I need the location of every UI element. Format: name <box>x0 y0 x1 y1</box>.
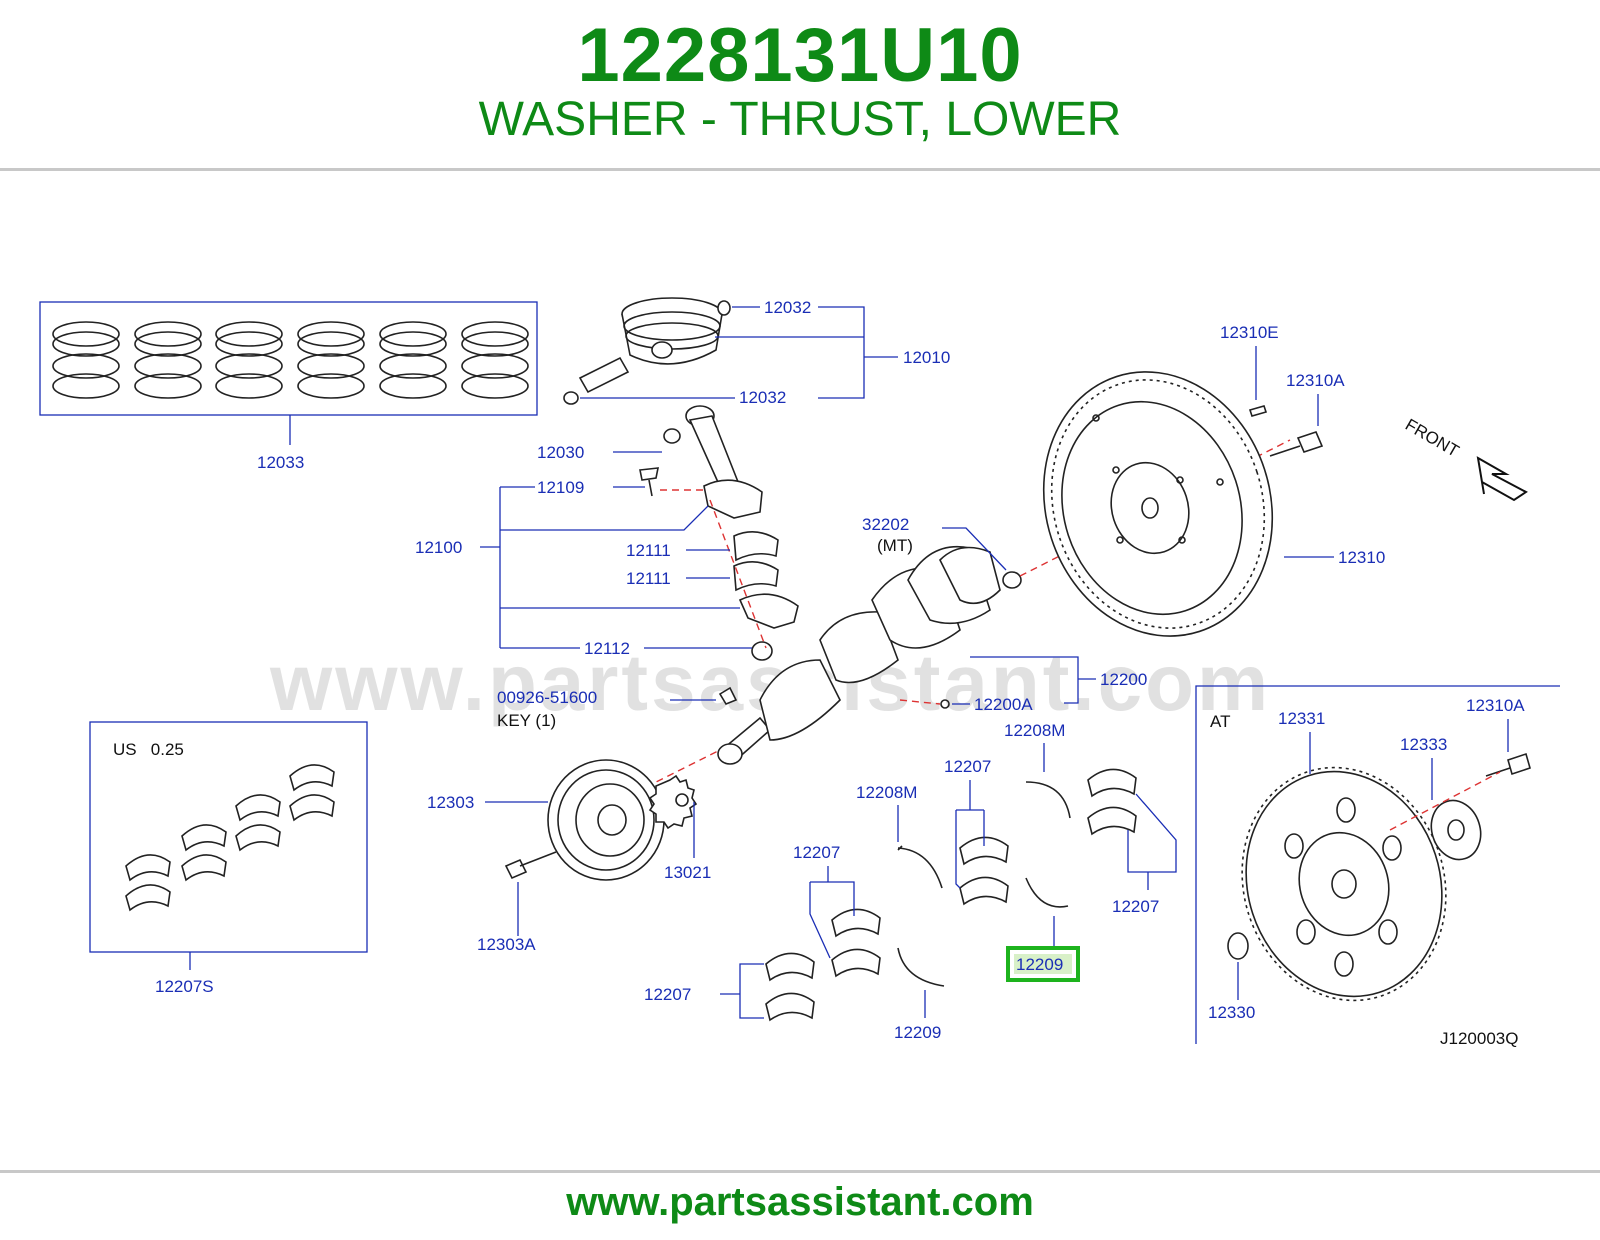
crankshaft-drawing <box>559 439 1291 831</box>
crank-pulley-drawing <box>504 759 698 881</box>
thrust-washers-drawing <box>897 781 1071 987</box>
callout-12200A[interactable]: 12200A <box>974 695 1033 714</box>
callout-12207-top[interactable]: 12207 <box>944 757 991 776</box>
callout-12303[interactable]: 12303 <box>427 793 474 812</box>
footer-divider <box>0 1170 1600 1173</box>
callout-12333[interactable]: 12333 <box>1400 735 1447 754</box>
callout-12030[interactable]: 12030 <box>537 443 584 462</box>
callout-12100[interactable]: 12100 <box>415 538 462 557</box>
callout-12209-lower[interactable]: 12209 <box>894 1023 941 1042</box>
callout-12303A[interactable]: 12303A <box>477 935 536 954</box>
page-header: 1228131U10 WASHER - THRUST, LOWER <box>0 0 1600 168</box>
callout-12209-highlighted[interactable]: 12209 <box>1016 955 1063 974</box>
us-label: US 0.25 <box>113 740 184 759</box>
piston-ring-box <box>39 301 538 416</box>
key-label: KEY (1) <box>497 711 556 730</box>
callout-12310A-at[interactable]: 12310A <box>1466 696 1525 715</box>
callout-12208M-right[interactable]: 12208M <box>1004 721 1065 740</box>
callout-12310A-top[interactable]: 12310A <box>1286 371 1345 390</box>
mt-label: (MT) <box>877 536 913 555</box>
header-divider <box>0 168 1600 171</box>
callout-12330[interactable]: 12330 <box>1208 1003 1255 1022</box>
callout-12032-bottom[interactable]: 12032 <box>739 388 786 407</box>
piston-drawing <box>563 297 731 405</box>
flywheel-drawing <box>1042 371 1324 637</box>
callout-32202[interactable]: 32202 <box>862 515 909 534</box>
callout-12207-mid[interactable]: 12207 <box>793 843 840 862</box>
callout-12310E[interactable]: 12310E <box>1220 323 1279 342</box>
parts-diagram: www.partsassistant.com 12033 12032 12032 <box>39 297 1560 1048</box>
callout-00926-51600[interactable]: 00926-51600 <box>497 688 597 707</box>
front-label: FRONT <box>1402 415 1462 461</box>
callout-12200[interactable]: 12200 <box>1100 670 1147 689</box>
diagram-code: J120003Q <box>1440 1029 1518 1048</box>
callout-12112[interactable]: 12112 <box>584 639 630 658</box>
main-bearings-drawing <box>765 768 1137 1022</box>
oversize-bearings <box>125 764 335 912</box>
part-number-title: 1228131U10 <box>577 13 1023 98</box>
callout-13021[interactable]: 13021 <box>664 863 711 882</box>
oversize-bearing-box <box>89 721 368 953</box>
connecting-rod-drawing <box>639 405 799 661</box>
callout-12109[interactable]: 12109 <box>537 478 584 497</box>
at-label: AT <box>1210 712 1230 731</box>
callout-12310[interactable]: 12310 <box>1338 548 1385 567</box>
callout-12207-bottom[interactable]: 12207 <box>644 985 691 1004</box>
callout-12207-right[interactable]: 12207 <box>1112 897 1159 916</box>
piston-ring-sets <box>52 321 529 399</box>
callout-12207S[interactable]: 12207S <box>155 977 214 996</box>
callout-12111-lower[interactable]: 12111 <box>626 569 671 588</box>
callout-12033[interactable]: 12033 <box>257 453 304 472</box>
callout-12208M-left[interactable]: 12208M <box>856 783 917 802</box>
footer-url-link[interactable]: www.partsassistant.com <box>566 1180 1034 1224</box>
drive-plate-drawing <box>1227 752 1531 1002</box>
callout-12032-top[interactable]: 12032 <box>764 298 811 317</box>
callout-12331[interactable]: 12331 <box>1278 709 1325 728</box>
callout-12111-upper[interactable]: 12111 <box>626 541 671 560</box>
front-arrow-icon <box>1476 456 1528 502</box>
callout-12010[interactable]: 12010 <box>903 348 950 367</box>
part-description: WASHER - THRUST, LOWER <box>478 93 1122 146</box>
